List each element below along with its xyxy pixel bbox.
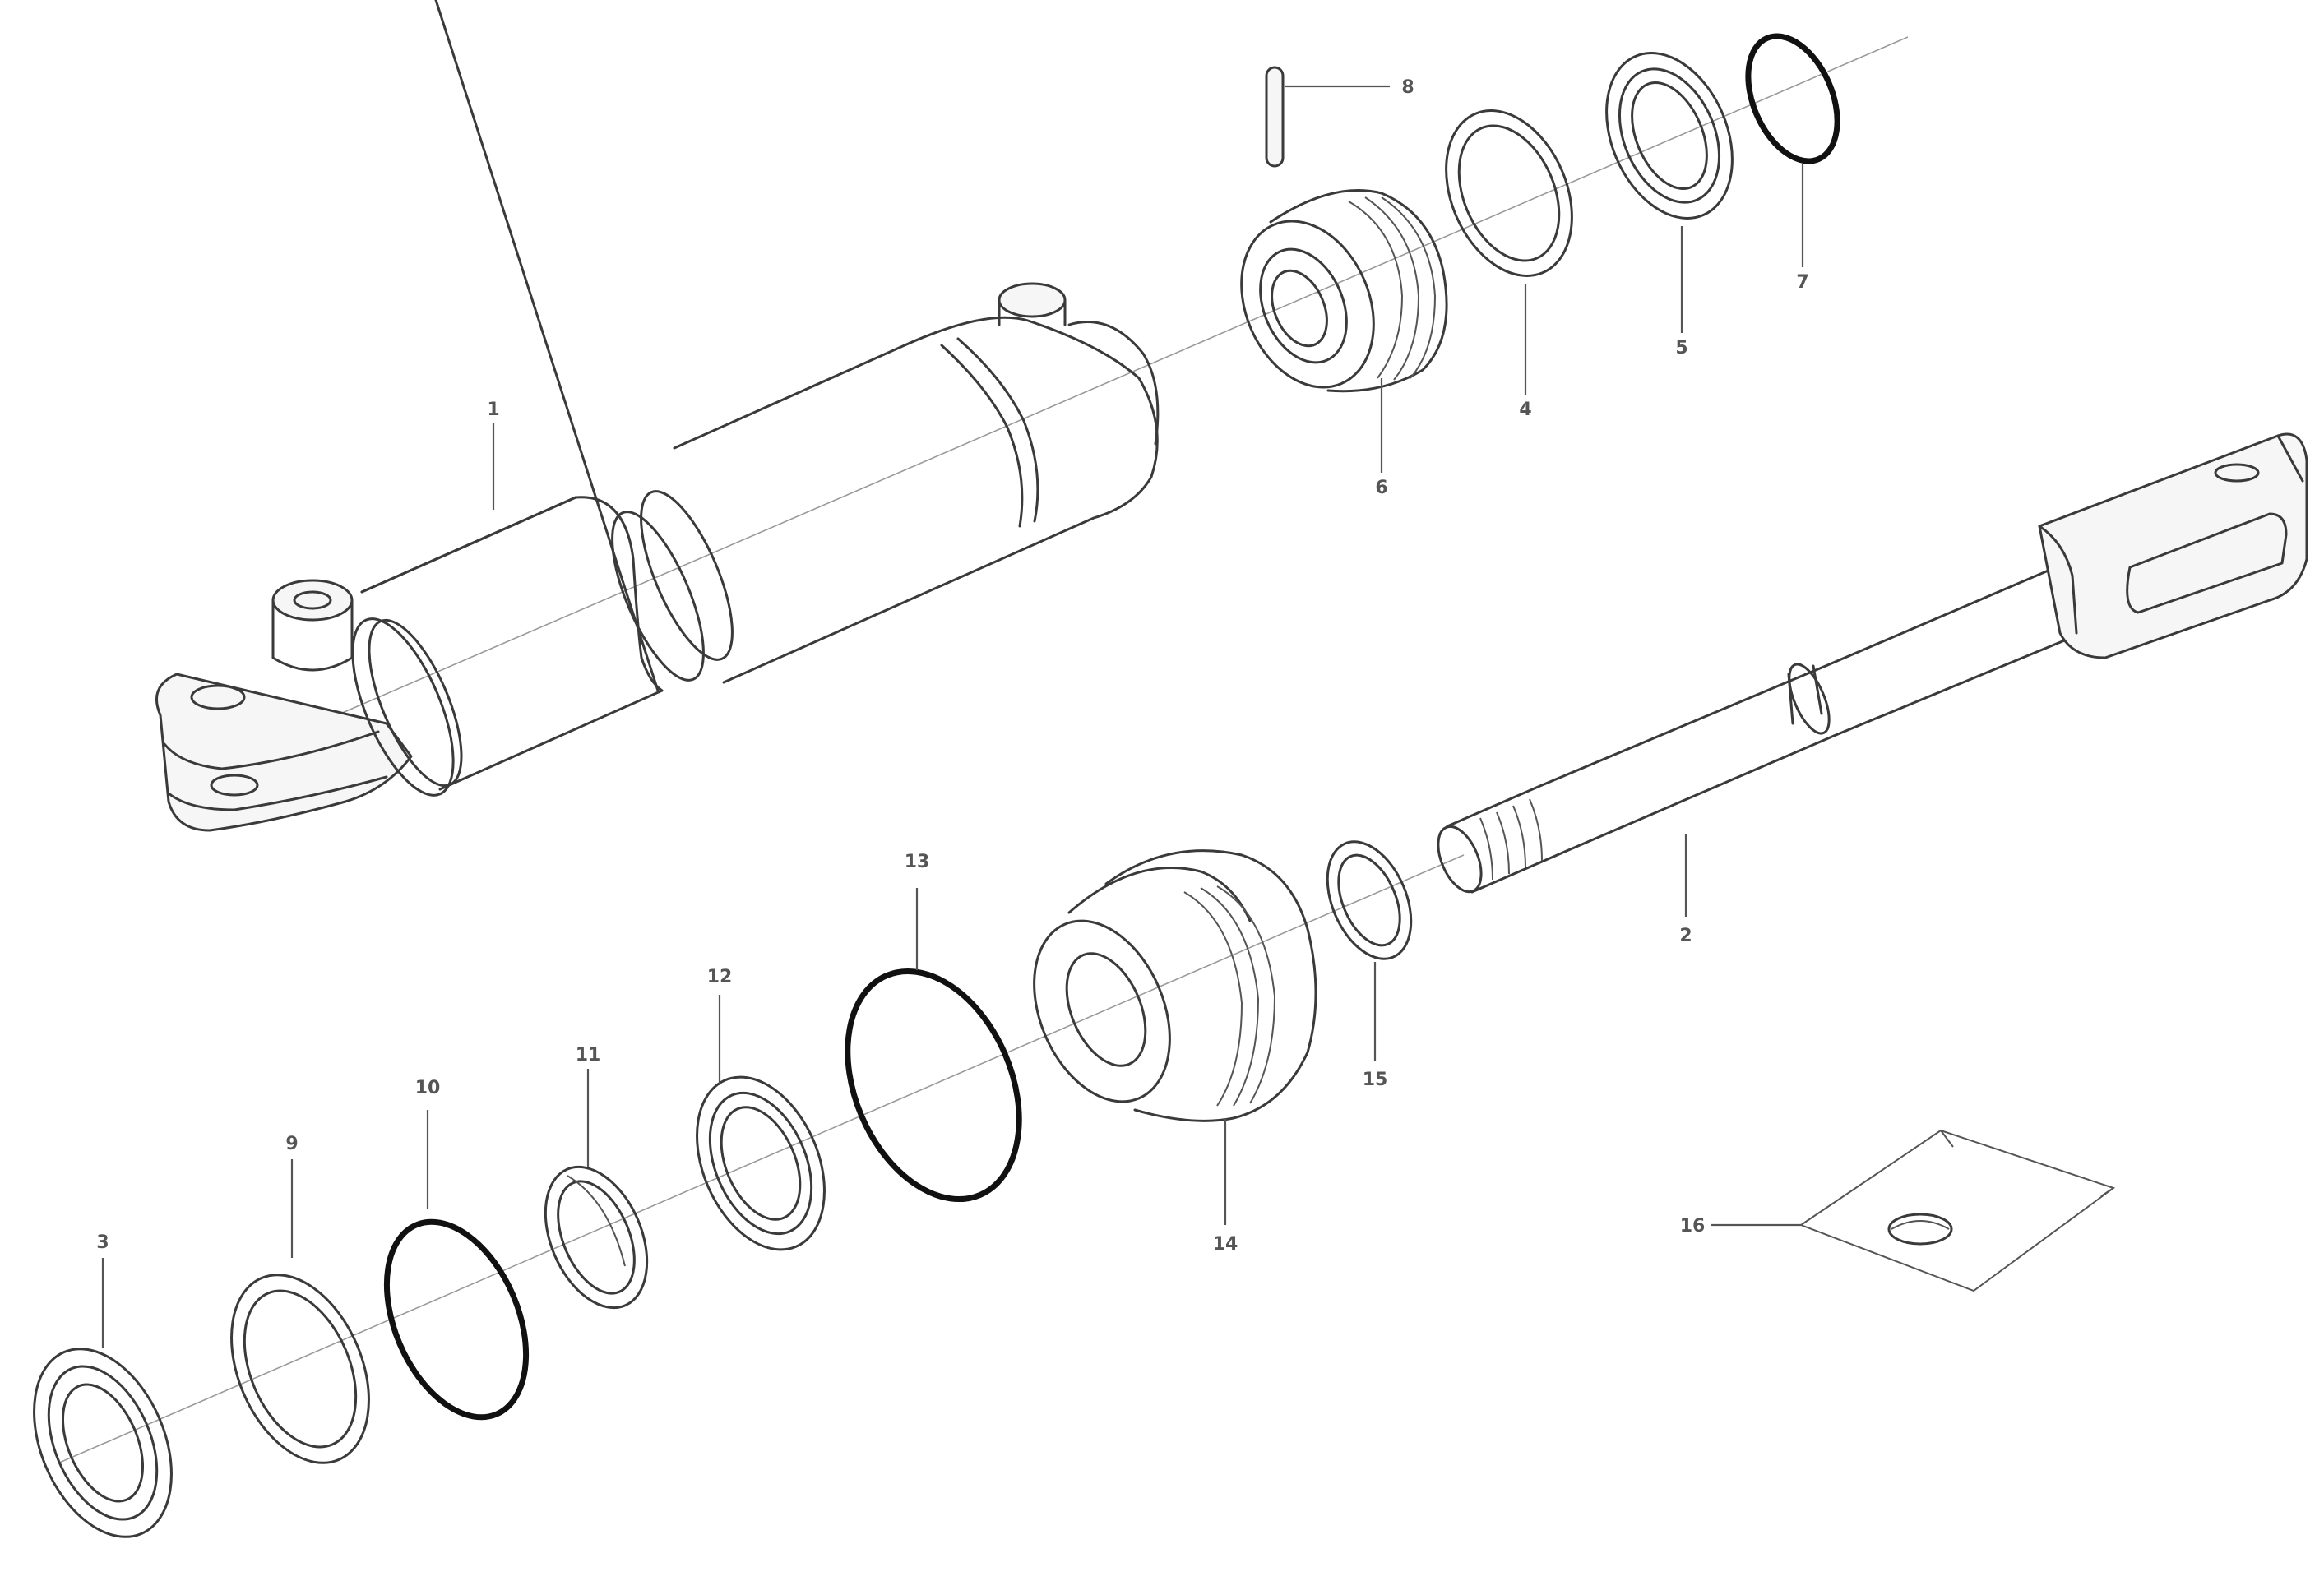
callout-6: 6 (1375, 478, 1387, 498)
callout-12: 12 (707, 967, 733, 987)
cylinder-head (1240, 189, 1448, 393)
callout-9: 9 (285, 1134, 298, 1154)
guide-ring-11 (544, 1165, 649, 1310)
wiper-seal-5 (1605, 52, 1734, 220)
ring-15 (1326, 840, 1413, 960)
callout-11: 11 (576, 1045, 601, 1066)
o-ring-7 (1745, 33, 1840, 164)
callout-2: 2 (1679, 926, 1692, 946)
seal-12 (696, 1075, 826, 1251)
piston (1033, 849, 1317, 1122)
callout-13: 13 (905, 852, 930, 872)
callout-3: 3 (96, 1232, 109, 1253)
upper-center-axis (279, 36, 1909, 741)
callout-16: 16 (1680, 1216, 1706, 1237)
lower-center-axis (57, 854, 1465, 1464)
callout-4: 4 (1519, 400, 1531, 420)
o-ring-10 (383, 1218, 530, 1421)
callout-14: 14 (1213, 1234, 1238, 1255)
seal-ring-9 (230, 1274, 370, 1464)
callout-1: 1 (487, 400, 499, 420)
ring-4 (1445, 109, 1573, 277)
pin (1265, 66, 1285, 168)
callout-8: 8 (1401, 77, 1414, 98)
o-ring-13 (845, 968, 1022, 1203)
callout-15: 15 (1363, 1070, 1388, 1090)
piston-rod (1437, 432, 2308, 894)
callout-7: 7 (1796, 272, 1808, 293)
callout-10: 10 (415, 1078, 441, 1098)
wiper-3 (33, 1348, 173, 1538)
callout-5: 5 (1675, 338, 1687, 358)
seal-kit-bag (1799, 1129, 2116, 1292)
cylinder-tube (155, 0, 1160, 832)
